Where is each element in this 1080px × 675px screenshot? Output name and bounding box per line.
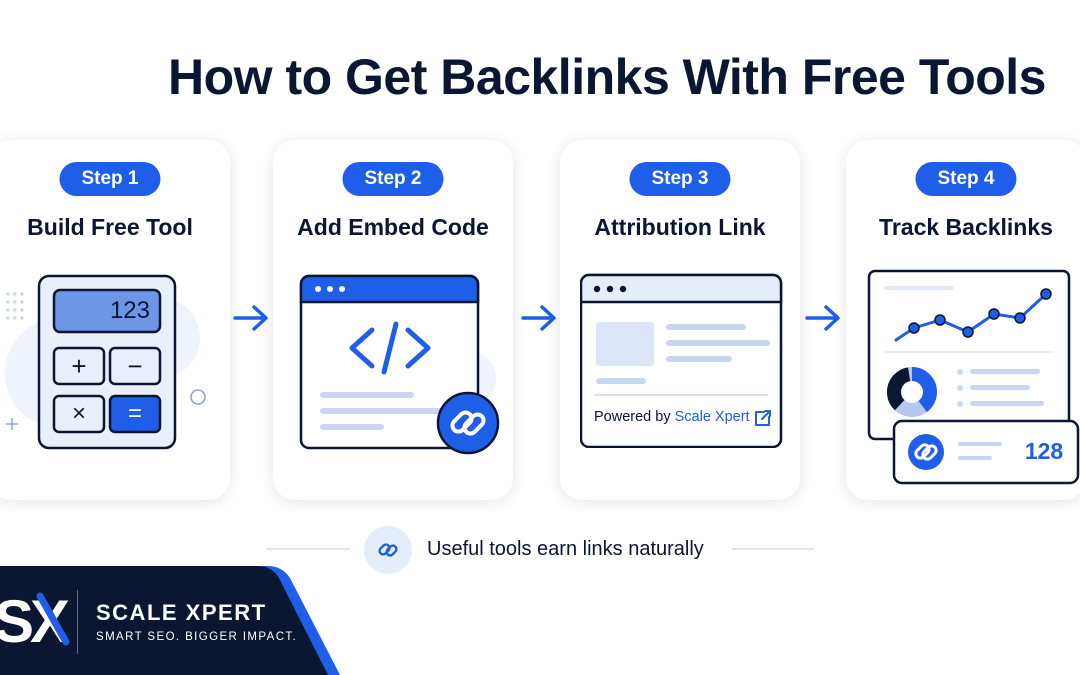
link-badge (908, 434, 944, 470)
arrow-right-icon (233, 305, 268, 331)
calc-key-plus-label: + (71, 351, 87, 381)
plus-decoration-icon (6, 418, 18, 430)
brand-name: SCALE XPERT (96, 600, 267, 625)
calc-key-times (52, 394, 106, 434)
calc-key-plus (52, 346, 106, 386)
page-title: How to Get Backlinks With Free Tools (168, 49, 1046, 105)
powered-by-text: Powered by Scale Xpert (594, 409, 750, 425)
step-4-badge: Step 4 (915, 162, 1017, 196)
trend-points (908, 288, 1052, 338)
brand-logo-icon: SX (0, 588, 70, 655)
browser-titlebar (580, 273, 783, 304)
arrow-right-icon (521, 305, 556, 331)
step-1-title: Build Free Tool (27, 214, 193, 240)
brand-banner (0, 566, 340, 675)
calc-key-minus-label: − (127, 351, 143, 381)
code-brackets-icon (349, 321, 431, 375)
powered-by-prefix: Powered by (594, 409, 671, 425)
brand-logo-text: SX (0, 588, 70, 655)
brand-tagline: SMART SEO. BIGGER IMPACT. (96, 631, 298, 643)
image-placeholder (596, 322, 654, 366)
calc-key-equals (108, 394, 162, 434)
link-icon (378, 543, 398, 557)
arrow-right-icon (805, 305, 840, 331)
calc-key-minus (108, 346, 162, 386)
calculator-display-value: 123 (109, 297, 150, 324)
step-4-title: Track Backlinks (879, 214, 1053, 240)
backlink-count: 128 (1024, 438, 1064, 464)
step-3-badge: Step 3 (629, 162, 731, 196)
browser-titlebar (299, 274, 480, 304)
brand-divider (77, 590, 78, 654)
dashboard-panel (867, 269, 1071, 441)
calculator-illustration (5, 274, 206, 450)
attribution-illustration (580, 273, 783, 448)
footer-divider-right (732, 548, 814, 550)
step-3-title: Attribution Link (594, 214, 766, 240)
calc-key-times-label: × (71, 400, 86, 427)
step-1-badge: Step 1 (59, 162, 161, 196)
ring-decoration-icon (190, 389, 206, 405)
analytics-dashboard-illustration (867, 269, 1080, 485)
link-icon (450, 410, 486, 436)
footer-message: Useful tools earn links naturally (427, 538, 704, 560)
backlink-count-card (892, 419, 1080, 485)
footer-divider-left (266, 548, 350, 550)
attribution-link[interactable]: Scale Xpert (674, 409, 750, 425)
embed-code-illustration (299, 274, 500, 455)
calc-key-equals-label: = (127, 400, 142, 427)
decorative-dots (6, 292, 24, 320)
donut-chart-icon (887, 367, 937, 417)
step-2-badge: Step 2 (342, 162, 444, 196)
link-icon (914, 443, 938, 461)
step-2-title: Add Embed Code (297, 214, 489, 240)
external-link-icon (755, 410, 771, 426)
calculator-display (52, 288, 162, 334)
